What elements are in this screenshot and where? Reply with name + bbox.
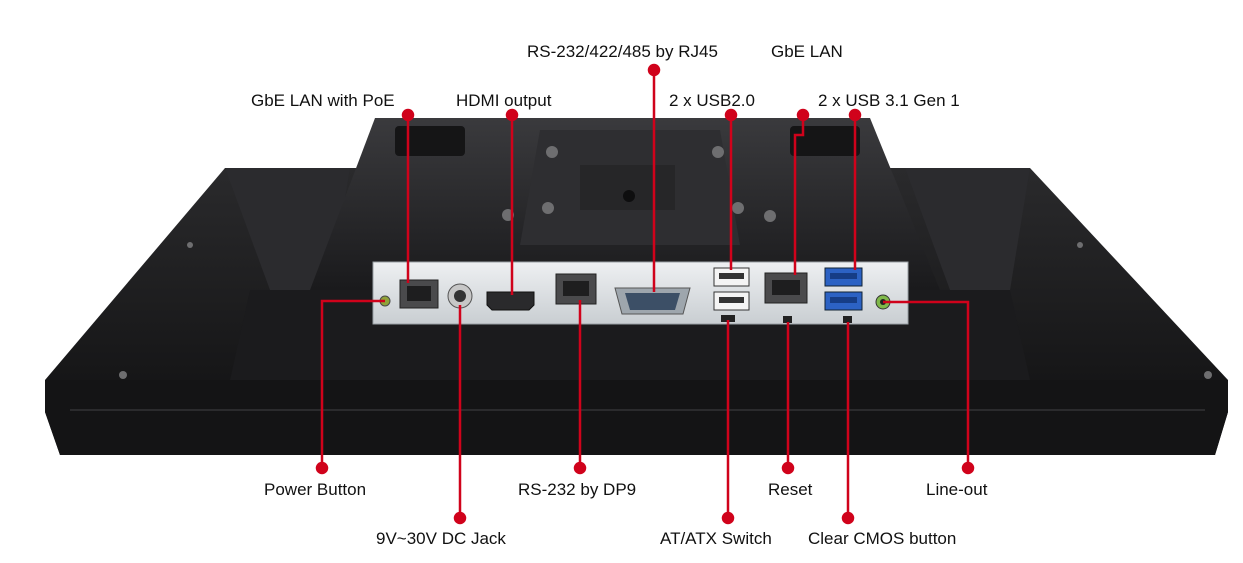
label-usb31: 2 x USB 3.1 Gen 1 xyxy=(818,91,960,110)
label-dc-jack: 9V~30V DC Jack xyxy=(376,529,506,548)
vent-left xyxy=(395,126,465,156)
label-rs232-422-485-rj45: RS-232/422/485 by RJ45 xyxy=(527,42,718,61)
reset-port xyxy=(783,316,792,323)
label-at-atx-switch: AT/ATX Switch xyxy=(660,529,772,548)
label-gbe-lan-poe: GbE LAN with PoE xyxy=(251,91,395,110)
vent-right xyxy=(790,126,860,156)
label-hdmi-output: HDMI output xyxy=(456,91,552,110)
label-usb2: 2 x USB2.0 xyxy=(669,91,755,110)
atx-switch-port xyxy=(721,315,735,322)
label-power-button: Power Button xyxy=(264,480,367,499)
label-rs232-dp9: RS-232 by DP9 xyxy=(518,480,637,499)
hdmi-port xyxy=(486,291,535,311)
monitor-lower-edge xyxy=(45,380,1228,455)
label-line-out: Line-out xyxy=(926,480,988,499)
ports xyxy=(379,267,891,323)
label-reset: Reset xyxy=(768,480,813,499)
clear-cmos-port xyxy=(843,316,852,323)
callouts xyxy=(315,63,975,525)
label-gbe-lan: GbE LAN xyxy=(771,42,843,61)
label-clear-cmos: Clear CMOS button xyxy=(808,529,957,548)
